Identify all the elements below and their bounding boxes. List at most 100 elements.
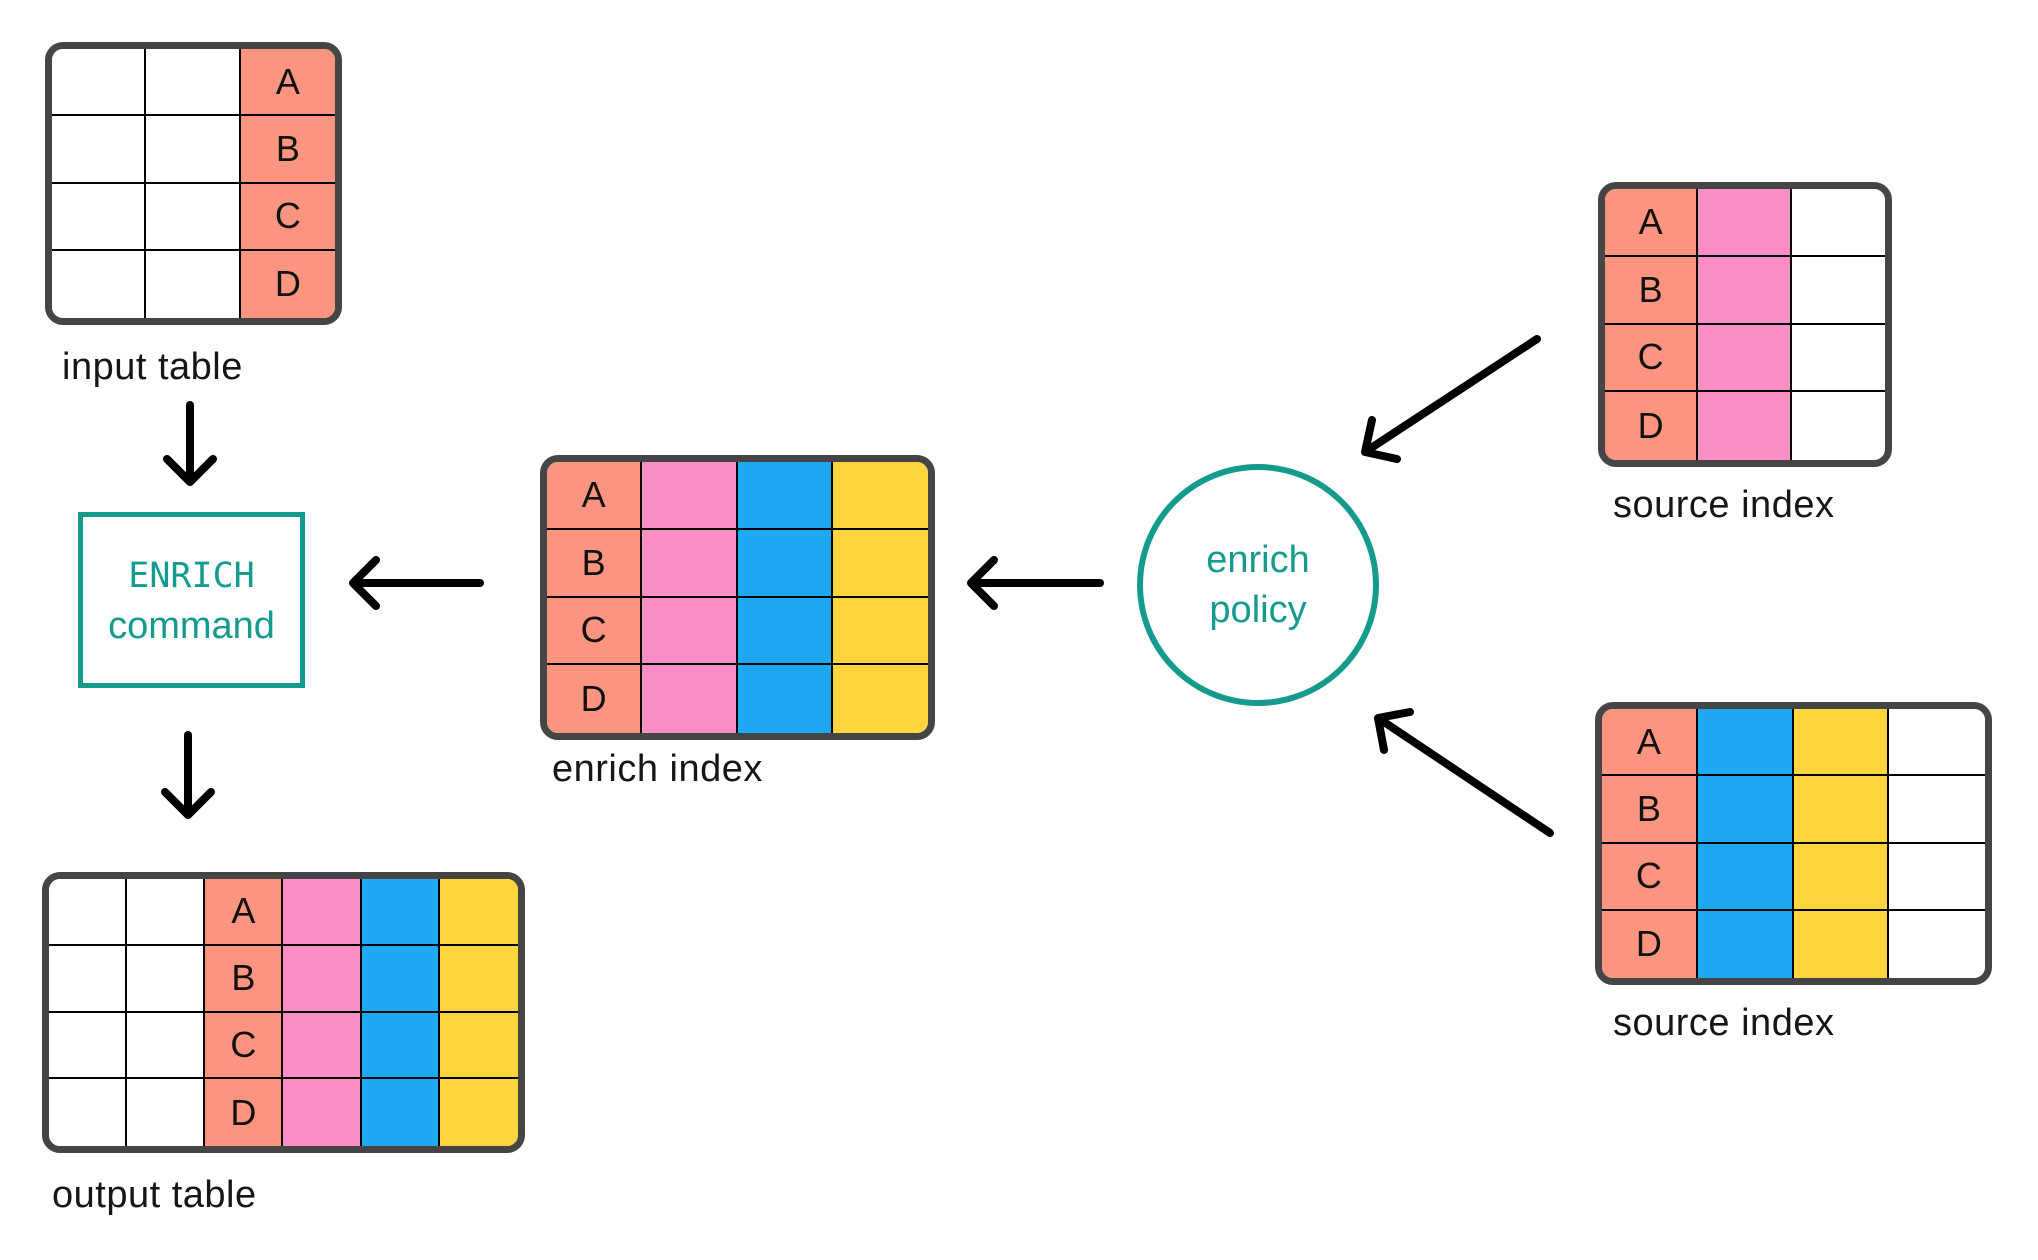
enrich-policy-label-line1: enrich [1206, 539, 1310, 581]
enrich-command-label-line1: ENRICH [128, 556, 255, 596]
table-cell [52, 116, 147, 184]
table-cell [737, 597, 833, 666]
key-cell: B [1605, 256, 1699, 325]
table-cell [439, 1079, 518, 1146]
table-cell [1889, 843, 1985, 911]
table-cell [737, 665, 833, 733]
key-cell: C [240, 183, 335, 251]
table-cell [1791, 324, 1885, 393]
enrich-policy-label-line2: policy [1209, 589, 1307, 631]
table-cell [49, 1012, 128, 1080]
table-cell [127, 1012, 206, 1080]
key-cell: D [1605, 392, 1699, 460]
table-cell [1697, 910, 1794, 978]
table-cell [1698, 392, 1792, 460]
table-cell [146, 49, 241, 117]
table-cell [127, 879, 206, 946]
table-cell [283, 879, 362, 946]
table-cell [1793, 709, 1890, 777]
table-cell [361, 879, 440, 946]
table-cell [146, 116, 241, 184]
table-cell [52, 250, 147, 318]
key-cell: A [1602, 709, 1698, 777]
table-cell [1697, 843, 1794, 911]
table-cell [737, 462, 833, 530]
table-cell [832, 597, 928, 666]
table-cell [1698, 324, 1792, 393]
key-cell: A [205, 879, 284, 946]
table-cell [361, 945, 440, 1013]
key-cell: A [1605, 189, 1699, 257]
key-cell: D [547, 665, 643, 733]
table-cell [49, 945, 128, 1013]
enrich-command-node: ENRICH command [78, 512, 305, 688]
table-cell [49, 879, 128, 946]
output-table-label: output table [52, 1174, 257, 1216]
table-cell [1793, 776, 1890, 844]
table-cell [127, 1079, 206, 1146]
key-cell: C [205, 1012, 284, 1080]
enrich-policy-node: enrich policy [1137, 464, 1379, 706]
table-cell [439, 1012, 518, 1080]
table-cell [1791, 189, 1885, 257]
table-cell [642, 462, 738, 530]
table-cell [439, 879, 518, 946]
enrich-command-label-line2: command [108, 605, 275, 647]
key-cell: C [1602, 843, 1698, 911]
key-cell: B [1602, 776, 1698, 844]
table-cell [1791, 392, 1885, 460]
key-cell: A [547, 462, 643, 530]
table-cell [49, 1079, 128, 1146]
table-cell [127, 945, 206, 1013]
key-cell: D [240, 250, 335, 318]
key-cell: D [205, 1079, 284, 1146]
source-index-bottom-label: source index [1613, 1002, 1835, 1044]
enrich-index-label: enrich index [552, 748, 763, 790]
table-cell [1697, 776, 1794, 844]
table-cell [737, 529, 833, 598]
table-cell [52, 49, 147, 117]
table-cell [283, 1079, 362, 1146]
table-cell [1791, 256, 1885, 325]
table-cell [832, 665, 928, 733]
key-cell: D [1602, 910, 1698, 978]
table-cell [642, 597, 738, 666]
arrow-enrich-index-to-command [349, 556, 484, 610]
arrow-source-bottom-to-policy [1374, 708, 1554, 837]
table-cell [146, 183, 241, 251]
key-cell: B [547, 529, 643, 598]
table-cell [1698, 256, 1792, 325]
table-cell [361, 1079, 440, 1146]
table-cell [52, 183, 147, 251]
table-cell [1698, 189, 1792, 257]
key-cell: C [547, 597, 643, 666]
key-cell: B [205, 945, 284, 1013]
table-cell [1889, 709, 1985, 777]
table-cell [439, 945, 518, 1013]
table-cell [146, 250, 241, 318]
table-cell [832, 462, 928, 530]
key-cell: A [240, 49, 335, 117]
table-cell [283, 945, 362, 1013]
table-cell [1793, 910, 1890, 978]
table-cell [1697, 709, 1794, 777]
key-cell: C [1605, 324, 1699, 393]
table-cell [642, 665, 738, 733]
table-cell [1889, 776, 1985, 844]
input-table-label: input table [62, 346, 243, 388]
table-cell [642, 529, 738, 598]
key-cell: B [240, 116, 335, 184]
table-cell [1793, 843, 1890, 911]
table-cell [361, 1012, 440, 1080]
arrow-source-top-to-policy [1361, 335, 1541, 463]
arrow-command-to-output [161, 731, 215, 819]
table-cell [832, 529, 928, 598]
arrow-input-to-command [163, 401, 217, 486]
source-index-top-label: source index [1613, 484, 1835, 526]
